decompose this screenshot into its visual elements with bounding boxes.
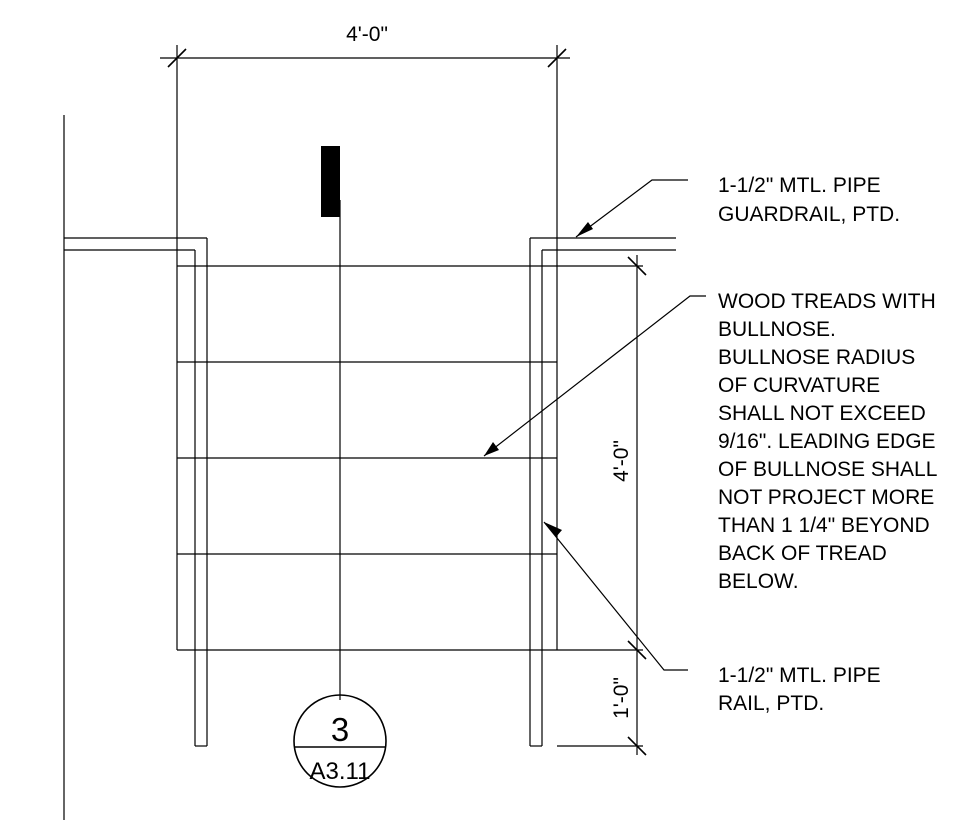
section-marker-number: 3 [331,711,349,748]
top-dimension-label: 4'-0" [346,23,388,46]
treads-note-line-2: BULLNOSE. [718,318,836,341]
dimension-tick-right [547,48,567,68]
stair-run-dimension-label: 4'-0" [610,440,633,482]
treads-note-line-1: WOOD TREADS WITH [718,290,936,313]
treads-note-line-4: OF CURVATURE [718,374,880,397]
dimension-tick-left [167,48,187,68]
treads-note-line-10: BACK OF TREAD [718,542,887,565]
treads-note-line-9: THAN 1 1/4" BEYOND [718,514,930,537]
rail-leader [543,521,688,671]
landing-dimension-label: 1'-0" [610,677,633,719]
treads-note-line-8: NOT PROJECT MORE [718,486,934,509]
cut-marker-block [321,146,340,217]
treads-note-line-11: BELOW. [718,570,799,593]
treads-note-line-3: BULLNOSE RADIUS [718,346,915,369]
dimension-tick-lower [627,736,647,756]
treads-arrow-icon [484,442,499,456]
treads-note-line-6: 9/16". LEADING EDGE [718,430,936,453]
section-marker-circle [293,694,387,788]
guardrail-note-line-1: 1-1/2" MTL. PIPE [718,174,881,197]
treads-note-line-5: SHALL NOT EXCEED [718,402,926,425]
guardrail-arrow-icon [576,222,593,237]
rail-note-line-2: RAIL, PTD. [718,692,824,715]
treads-note-line-7: OF BULLNOSE SHALL [718,458,937,481]
guardrail-note-line-2: GUARDRAIL, PTD. [718,203,900,226]
treads-leader [483,295,706,457]
dimension-tick-middle [627,640,647,660]
section-marker-sheet: A3.11 [310,758,371,785]
guardrail-leader [575,179,688,238]
rail-arrow-icon [544,522,562,537]
dimension-tick-upper [627,256,647,276]
rail-note-line-1: 1-1/2" MTL. PIPE [718,664,881,687]
